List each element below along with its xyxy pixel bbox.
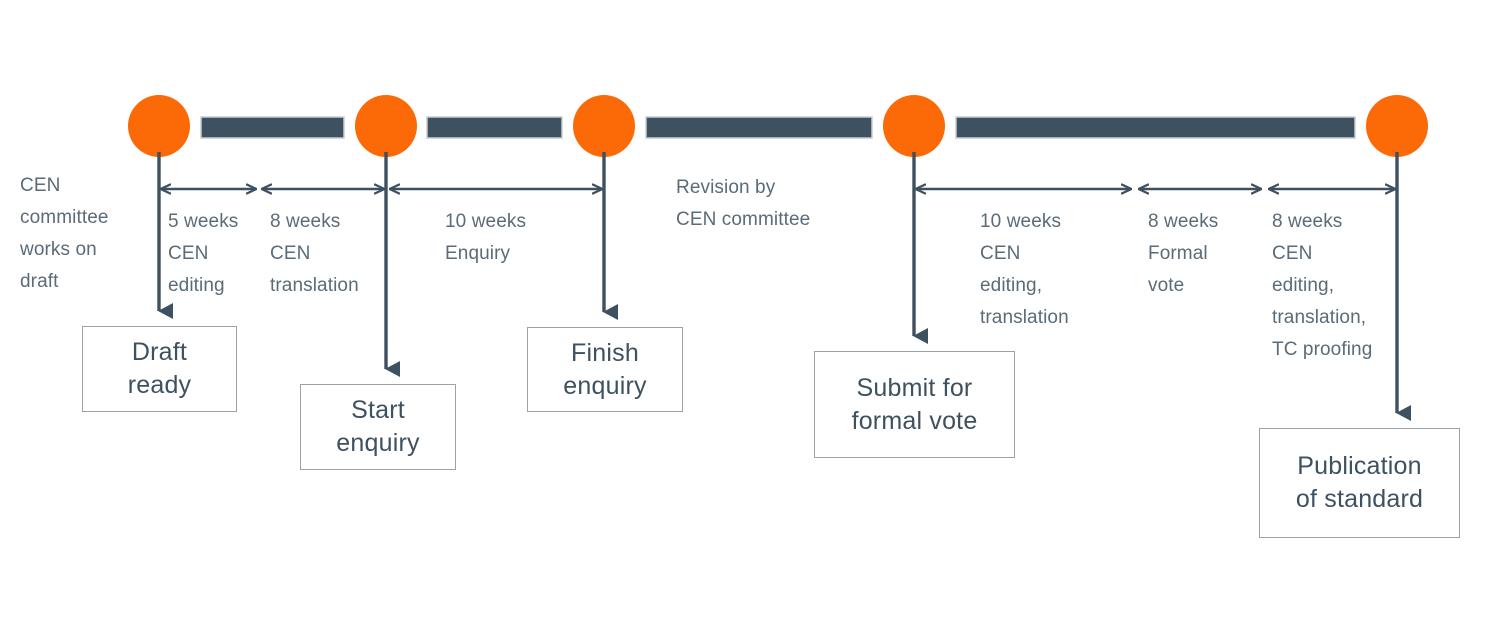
box-finish-enquiry[interactable]: Finish enquiry [527, 327, 683, 412]
label-cen-editing: 5 weeks CEN editing [168, 211, 239, 296]
box-draft-ready[interactable]: Draft ready [82, 326, 237, 412]
milestone-dot-publication [1366, 95, 1428, 157]
milestone-dot-start-enquiry [355, 95, 417, 157]
label-pre-draft: CEN committee works on draft [20, 175, 109, 292]
drop-lines [157, 152, 1411, 421]
box-publication-of-standard[interactable]: Publication of standard [1259, 428, 1460, 538]
milestone-dots [128, 95, 1428, 157]
label-final-editing: 8 weeks CEN editing, translation, TC pro… [1272, 211, 1373, 360]
label-formal-vote: 8 weeks Formal vote [1148, 211, 1219, 296]
label-revision: Revision by CEN committee [676, 177, 811, 230]
label-editing-translation: 10 weeks CEN editing, translation [980, 211, 1069, 328]
milestone-dot-draft-ready [128, 95, 190, 157]
milestone-dot-finish-enquiry [573, 95, 635, 157]
label-enquiry: 10 weeks Enquiry [445, 211, 527, 264]
box-start-enquiry[interactable]: Start enquiry [300, 384, 456, 470]
timeline-bars [200, 116, 1356, 139]
milestone-dot-submit-formal-vote [883, 95, 945, 157]
box-submit-formal-vote[interactable]: Submit for formal vote [814, 351, 1015, 458]
label-cen-translation: 8 weeks CEN translation [270, 211, 359, 296]
